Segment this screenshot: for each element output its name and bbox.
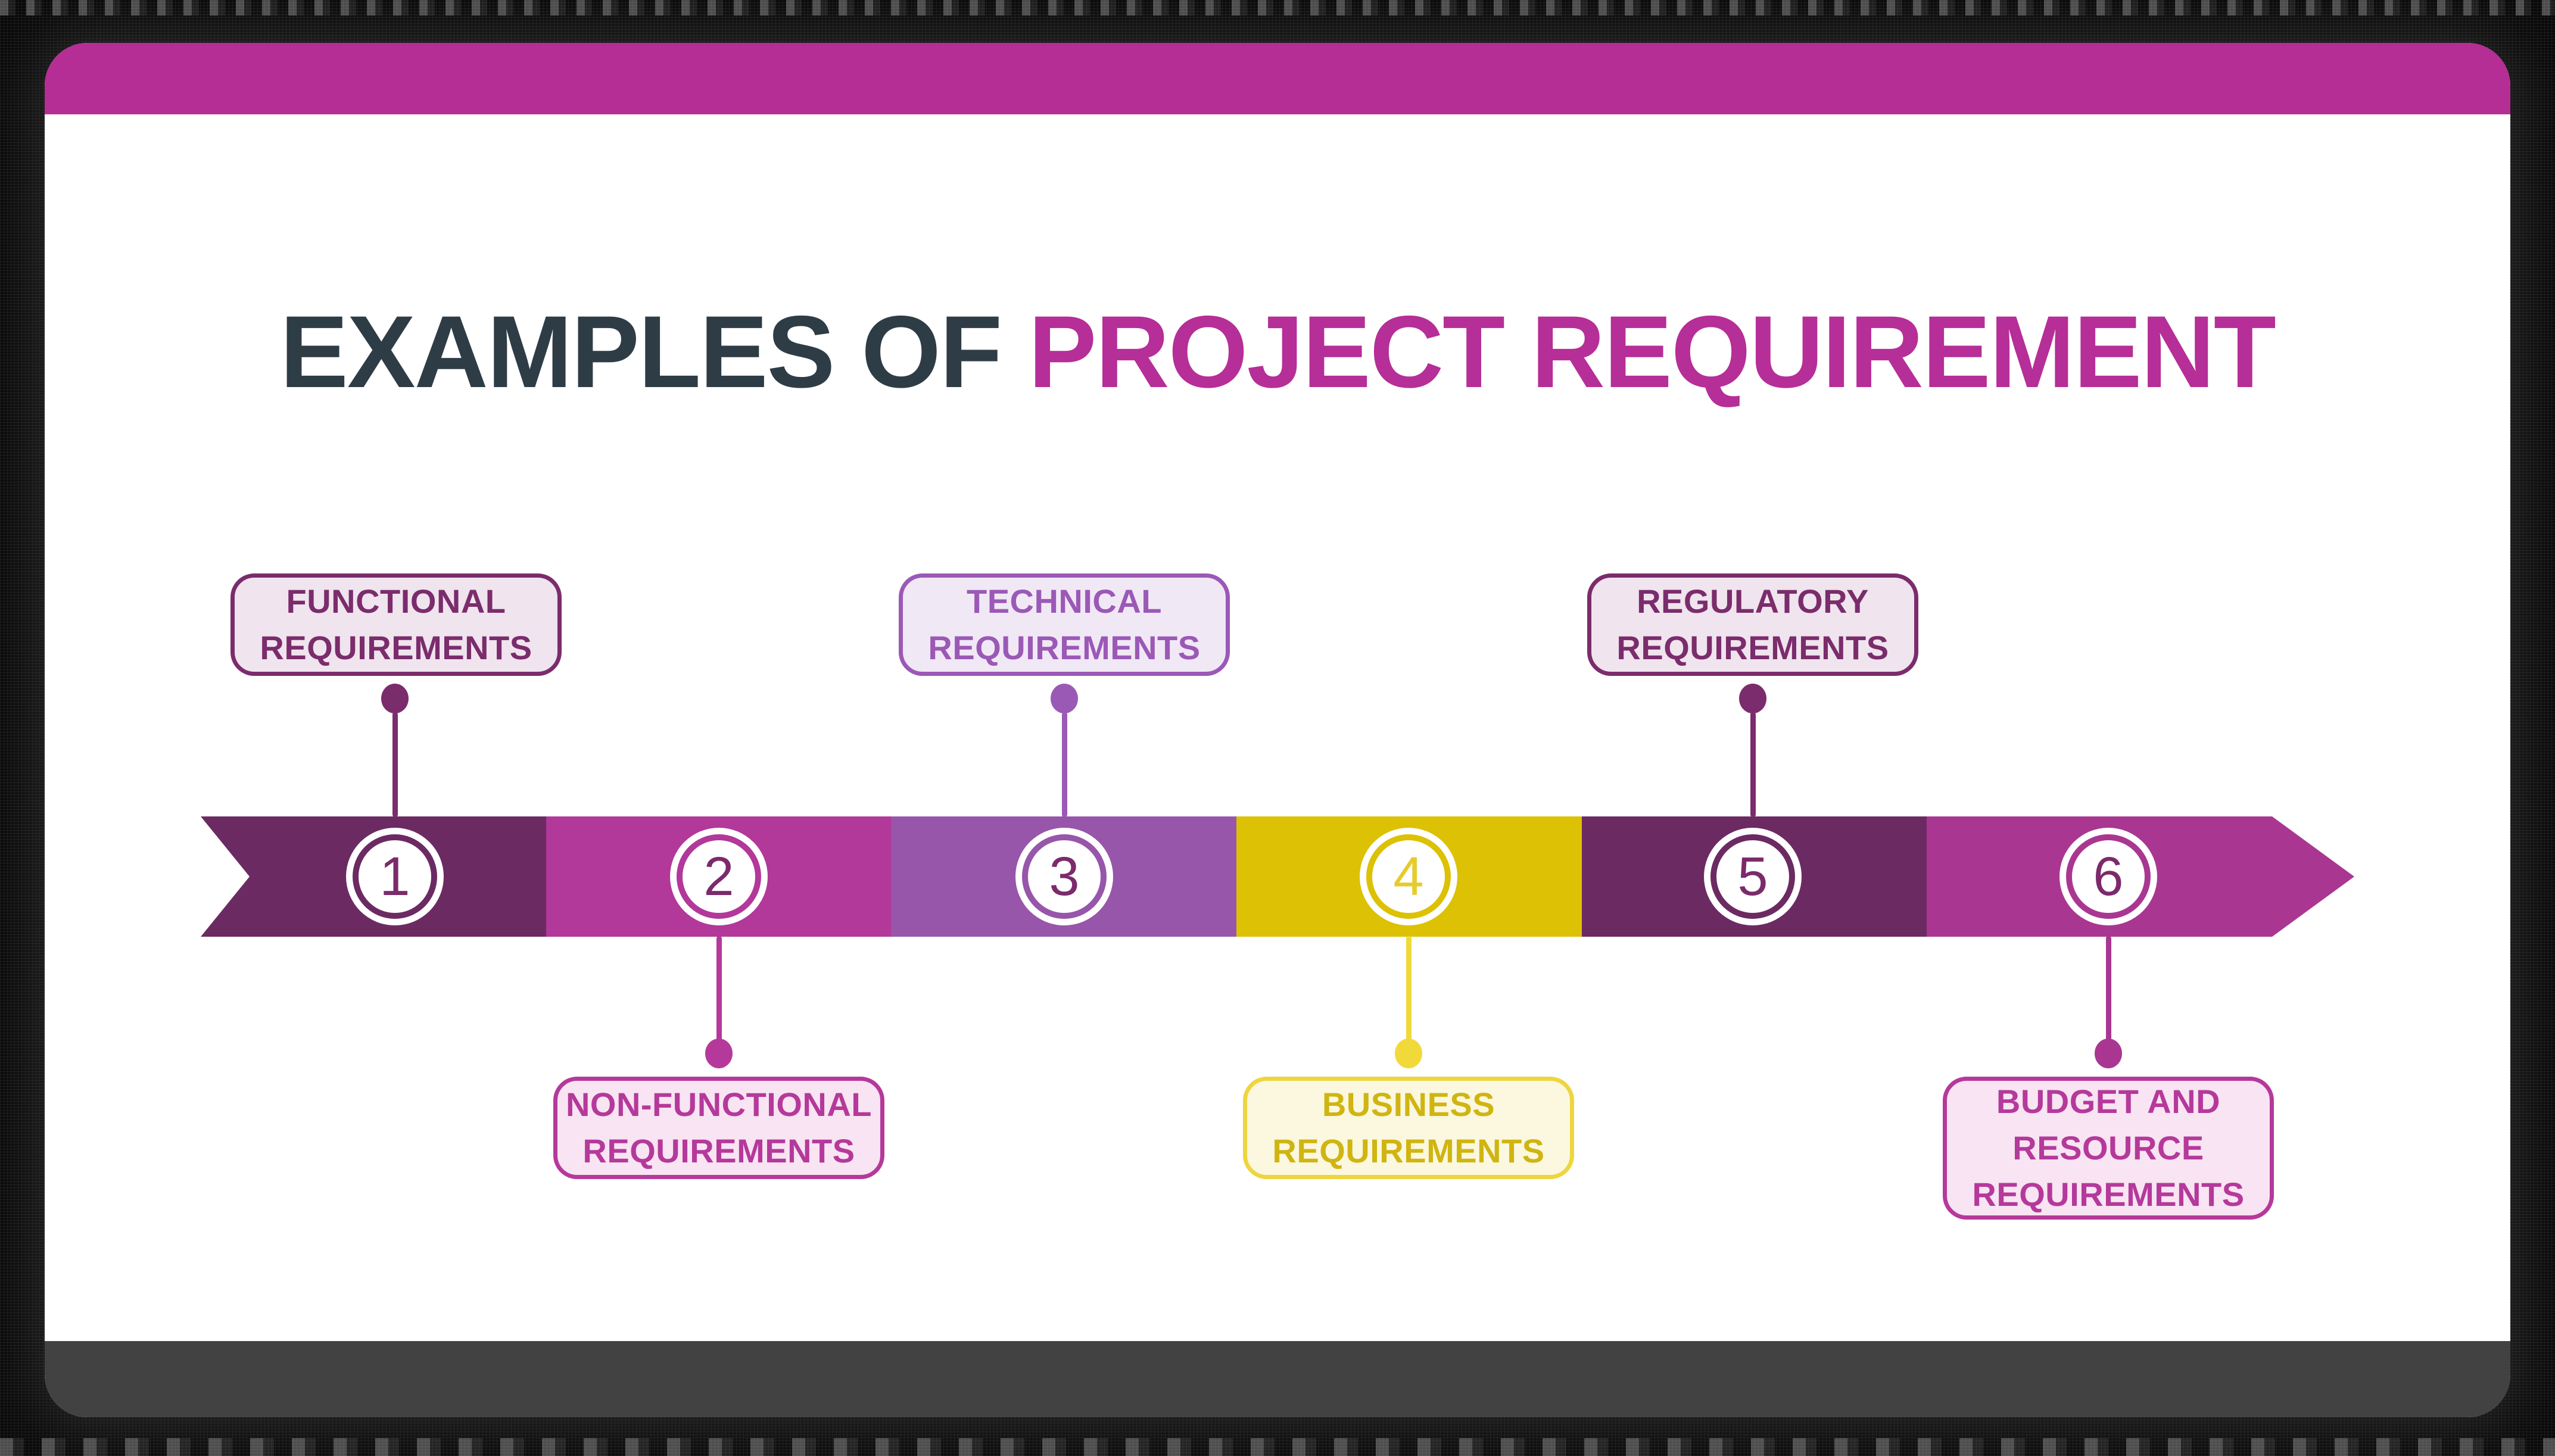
label-box-functional-requirements: FUNCTIONAL REQUIREMENTS [230, 573, 562, 676]
connector-dot [705, 1039, 733, 1068]
step-circle-2: 2 [670, 828, 768, 925]
step-circle-6: 6 [2059, 828, 2157, 925]
step-circle-3: 3 [1015, 828, 1113, 925]
connector-line [716, 936, 722, 1041]
label-line: BUDGET AND [1996, 1083, 2221, 1120]
step-circle-4: 4 [1360, 828, 1457, 925]
label-box-technical-requirements: TECHNICAL REQUIREMENTS [899, 573, 1230, 676]
step-number: 4 [1393, 846, 1424, 907]
step-circle-inner: 6 [2066, 834, 2151, 919]
step-number: 1 [379, 846, 410, 907]
step-circle-inner: 3 [1022, 834, 1107, 919]
label-line: RESOURCE [2012, 1129, 2204, 1167]
label-line: REGULATORY [1637, 582, 1869, 620]
connector-dot [381, 684, 409, 713]
title-prefix: EXAMPLES OF [280, 295, 1002, 409]
connector-line [1062, 712, 1067, 817]
slide-top-accent-bar [45, 43, 2510, 114]
band-left-notch [201, 816, 250, 937]
label-box-budget-resource-requirements: BUDGET AND RESOURCE REQUIREMENTS [1943, 1077, 2274, 1220]
frame-grain-bottom [0, 1438, 2555, 1456]
label-line: FUNCTIONAL [286, 582, 506, 620]
band-arrowhead [2272, 816, 2354, 937]
timeline-band [201, 816, 2273, 937]
label-box-business-requirements: BUSINESS REQUIREMENTS [1243, 1077, 1574, 1179]
connector-dot [2095, 1039, 2122, 1068]
title-highlight: PROJECT REQUIREMENT [1028, 295, 2276, 409]
step-circle-inner: 2 [677, 834, 761, 919]
frame-grain-top [0, 0, 2555, 15]
slide-bottom-footer-bar [45, 1341, 2510, 1417]
step-number: 3 [1049, 846, 1080, 907]
label-line: REQUIREMENTS [1972, 1176, 2245, 1213]
connector-line [1750, 712, 1756, 817]
label-line: REQUIREMENTS [582, 1132, 855, 1170]
step-circle-inner: 4 [1366, 834, 1451, 919]
connector-line [1406, 936, 1412, 1041]
label-line: REQUIREMENTS [1616, 629, 1889, 666]
connector-line [2106, 936, 2111, 1041]
label-line: REQUIREMENTS [1272, 1132, 1545, 1170]
connector-dot [1051, 684, 1078, 713]
label-line: TECHNICAL [966, 582, 1163, 620]
label-line: REQUIREMENTS [260, 629, 532, 666]
connector-dot [1739, 684, 1766, 713]
label-line: NON-FUNCTIONAL [565, 1086, 873, 1123]
label-box-non-functional-requirements: NON-FUNCTIONAL REQUIREMENTS [553, 1077, 884, 1179]
page-title: EXAMPLES OF PROJECT REQUIREMENT [45, 293, 2510, 411]
label-box-regulatory-requirements: REGULATORY REQUIREMENTS [1587, 573, 1918, 676]
label-line: BUSINESS [1322, 1086, 1495, 1123]
step-number: 6 [2093, 846, 2124, 907]
step-number: 2 [703, 846, 734, 907]
step-circle-5: 5 [1704, 828, 1802, 925]
step-number: 5 [1737, 846, 1768, 907]
slide: EXAMPLES OF PROJECT REQUIREMENT [45, 43, 2510, 1417]
step-circle-inner: 5 [1710, 834, 1795, 919]
connector-dot [1395, 1039, 1422, 1068]
step-circle-1: 1 [346, 828, 444, 925]
label-line: REQUIREMENTS [928, 629, 1201, 666]
step-circle-inner: 1 [353, 834, 437, 919]
connector-line [392, 712, 398, 817]
